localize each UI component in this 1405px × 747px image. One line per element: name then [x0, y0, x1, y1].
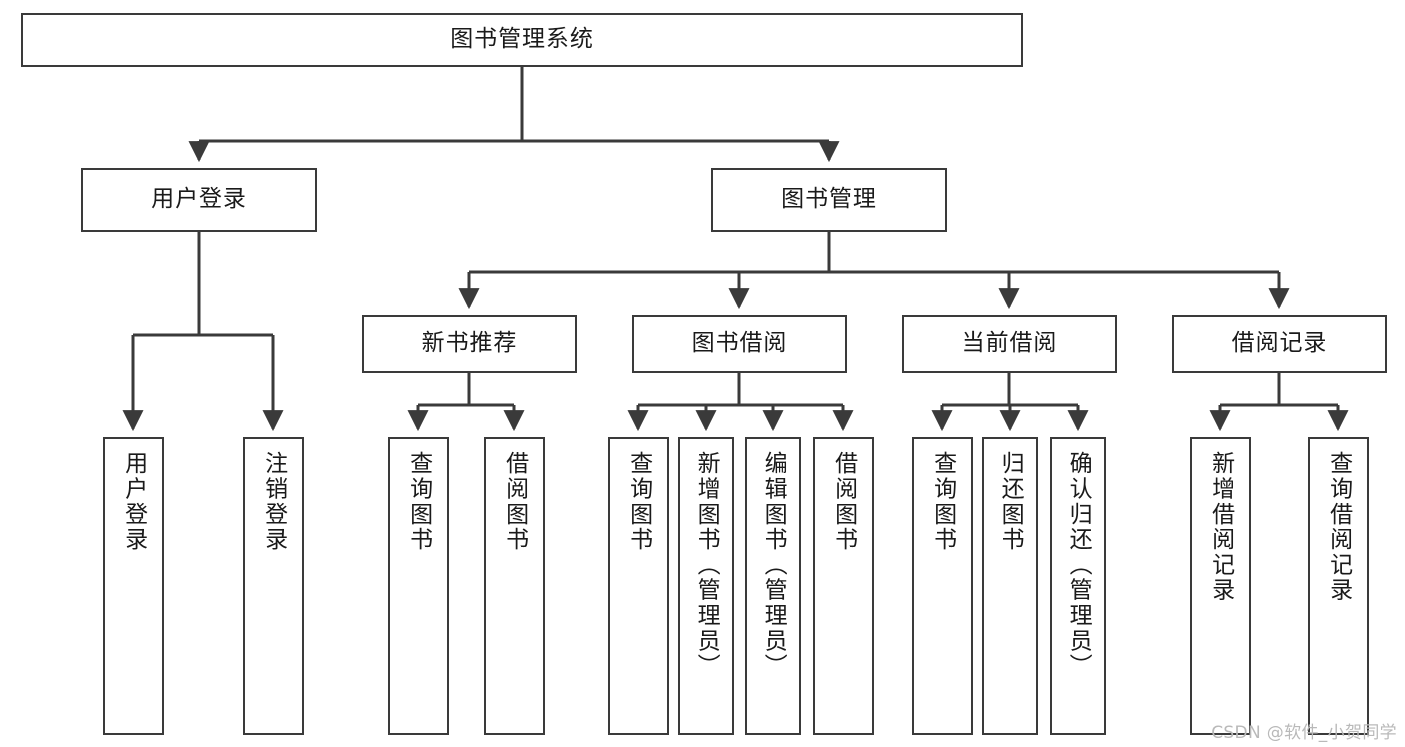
node-leaf-logout-label: 注销登录 — [260, 451, 287, 553]
node-leaf-query-book-1-label: 查询图书 — [405, 451, 432, 553]
node-book-borrow-label: 图书借阅 — [691, 330, 788, 357]
node-leaf-query-book-2-label: 查询图书 — [625, 451, 652, 553]
node-leaf-add-book[interactable]: 新增图书（管理员） — [678, 437, 734, 735]
node-current-borrow[interactable]: 当前借阅 — [902, 315, 1117, 373]
node-leaf-user-login-label: 用户登录 — [120, 451, 147, 553]
node-leaf-add-book-label: 新增图书（管理员） — [693, 451, 720, 679]
node-leaf-query-book-3[interactable]: 查询图书 — [912, 437, 973, 735]
node-user-login-label: 用户登录 — [151, 186, 247, 213]
node-user-login[interactable]: 用户登录 — [81, 168, 317, 232]
node-leaf-return-book-label: 归还图书 — [997, 451, 1024, 553]
node-leaf-return-book[interactable]: 归还图书 — [982, 437, 1038, 735]
node-root-label: 图书管理系统 — [450, 26, 594, 53]
node-book-borrow[interactable]: 图书借阅 — [632, 315, 847, 373]
node-leaf-borrow-book-1[interactable]: 借阅图书 — [484, 437, 545, 735]
node-leaf-query-book-3-label: 查询图书 — [929, 451, 956, 553]
node-root[interactable]: 图书管理系统 — [21, 13, 1023, 67]
node-leaf-user-login[interactable]: 用户登录 — [103, 437, 164, 735]
node-leaf-edit-book[interactable]: 编辑图书（管理员） — [745, 437, 801, 735]
node-leaf-borrow-book-1-label: 借阅图书 — [501, 451, 528, 553]
node-leaf-borrow-book-2[interactable]: 借阅图书 — [813, 437, 874, 735]
node-leaf-query-record-label: 查询借阅记录 — [1325, 451, 1352, 603]
node-borrow-record[interactable]: 借阅记录 — [1172, 315, 1387, 373]
node-leaf-confirm-return-label: 确认归还（管理员） — [1065, 451, 1092, 679]
node-book-manage-label: 图书管理 — [781, 186, 877, 213]
node-leaf-borrow-book-2-label: 借阅图书 — [830, 451, 857, 553]
node-new-book-rec[interactable]: 新书推荐 — [362, 315, 577, 373]
node-leaf-query-record[interactable]: 查询借阅记录 — [1308, 437, 1369, 735]
node-leaf-logout[interactable]: 注销登录 — [243, 437, 304, 735]
node-leaf-add-record-label: 新增借阅记录 — [1207, 451, 1234, 603]
node-current-borrow-label: 当前借阅 — [961, 330, 1058, 357]
node-book-manage[interactable]: 图书管理 — [711, 168, 947, 232]
node-leaf-query-book-1[interactable]: 查询图书 — [388, 437, 449, 735]
watermark: CSDN @软件_小贺同学 — [1211, 723, 1397, 743]
node-leaf-confirm-return[interactable]: 确认归还（管理员） — [1050, 437, 1106, 735]
node-leaf-edit-book-label: 编辑图书（管理员） — [760, 451, 787, 679]
node-leaf-add-record[interactable]: 新增借阅记录 — [1190, 437, 1251, 735]
node-leaf-query-book-2[interactable]: 查询图书 — [608, 437, 669, 735]
node-borrow-record-label: 借阅记录 — [1231, 330, 1328, 357]
node-new-book-rec-label: 新书推荐 — [421, 330, 518, 357]
